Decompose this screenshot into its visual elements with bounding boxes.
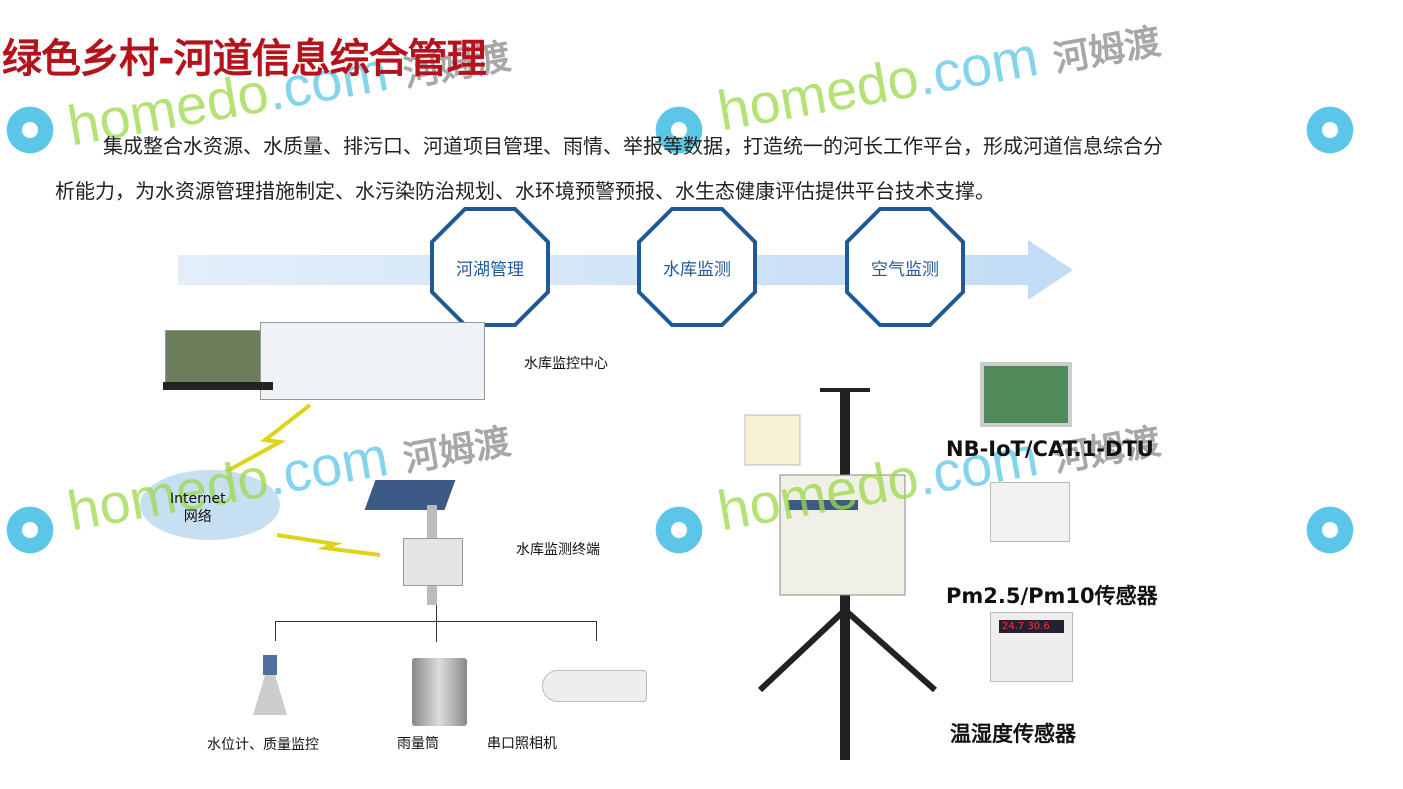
device-label: 水位计、质量监控 [207, 737, 319, 753]
device-label: Pm2.5/Pm10传感器 [946, 584, 1158, 608]
software-screen-icon [260, 322, 485, 400]
flow-step-reservoir: 水库监测 [636, 206, 758, 328]
network-label-line2: 网络 [183, 509, 212, 525]
temp-humidity-sensor-icon: 24.7 30.6 [990, 612, 1073, 682]
connector-line [275, 621, 276, 641]
terminal-box-icon [403, 538, 463, 586]
watermark-cn: 河姆渡 [1050, 20, 1164, 80]
network-label: Internet 网络 [170, 490, 226, 526]
watermark-logo-icon [652, 103, 706, 157]
sensor-display: 24.7 30.6 [999, 620, 1064, 633]
octagon-shape [430, 207, 550, 327]
internet-cloud-icon [140, 470, 280, 540]
center-label: 水库监控中心 [524, 356, 608, 372]
page-title: 绿色乡村-河道信息综合管理 [2, 36, 487, 82]
rain-gauge-icon [412, 658, 467, 726]
water-level-meter-icon [253, 655, 287, 715]
flow-step-label: 空气监测 [871, 259, 939, 280]
pm-sensor-icon [990, 482, 1070, 542]
watermark-brand: homedo [712, 45, 924, 143]
flow-step-label: 河湖管理 [456, 259, 524, 280]
watermark-logo-icon [652, 503, 706, 557]
flow-step-river-lake: 河湖管理 [429, 206, 551, 328]
octagon-shape [845, 207, 965, 327]
flow-arrow-head [1028, 240, 1073, 300]
watermark-logo-icon [3, 503, 57, 557]
terminal-label: 水库监测终端 [516, 542, 600, 558]
keyboard-icon [163, 382, 273, 390]
intro-line-1: 集成整合水资源、水质量、排污口、河道项目管理、雨情、举报等数据，打造统一的河长工… [103, 134, 1163, 158]
lightning-icon [219, 403, 312, 477]
dtu-board-icon [980, 362, 1072, 427]
camera-icon [542, 670, 647, 702]
watermark-logo-icon [1303, 503, 1357, 557]
device-label: 雨量筒 [397, 736, 439, 752]
watermark-domain: .com [912, 24, 1043, 108]
weather-station-icon [744, 388, 937, 760]
device-label: NB-IoT/CAT.1-DTU [946, 437, 1154, 461]
watermark: homedo.com 河姆渡 [713, 2, 1165, 144]
octagon-shape [637, 207, 757, 327]
device-label: 串口照相机 [487, 736, 557, 752]
device-label: 温湿度传感器 [950, 722, 1076, 746]
lightning-icon [276, 533, 381, 557]
connector-line [436, 605, 437, 642]
monitoring-center-computers [135, 322, 485, 402]
watermark-logo-icon [3, 103, 57, 157]
connector-line [596, 621, 597, 641]
watermark-logo-icon [1303, 103, 1357, 157]
watermark-cn: 河姆渡 [400, 420, 514, 480]
monitor-icon [165, 330, 265, 390]
flow-step-label: 水库监测 [663, 259, 731, 280]
network-label-line1: Internet [170, 491, 226, 507]
flow-step-air: 空气监测 [844, 206, 966, 328]
intro-line-2: 析能力，为水资源管理措施制定、水污染防治规划、水环境预警预报、水生态健康评估提供… [55, 179, 995, 203]
